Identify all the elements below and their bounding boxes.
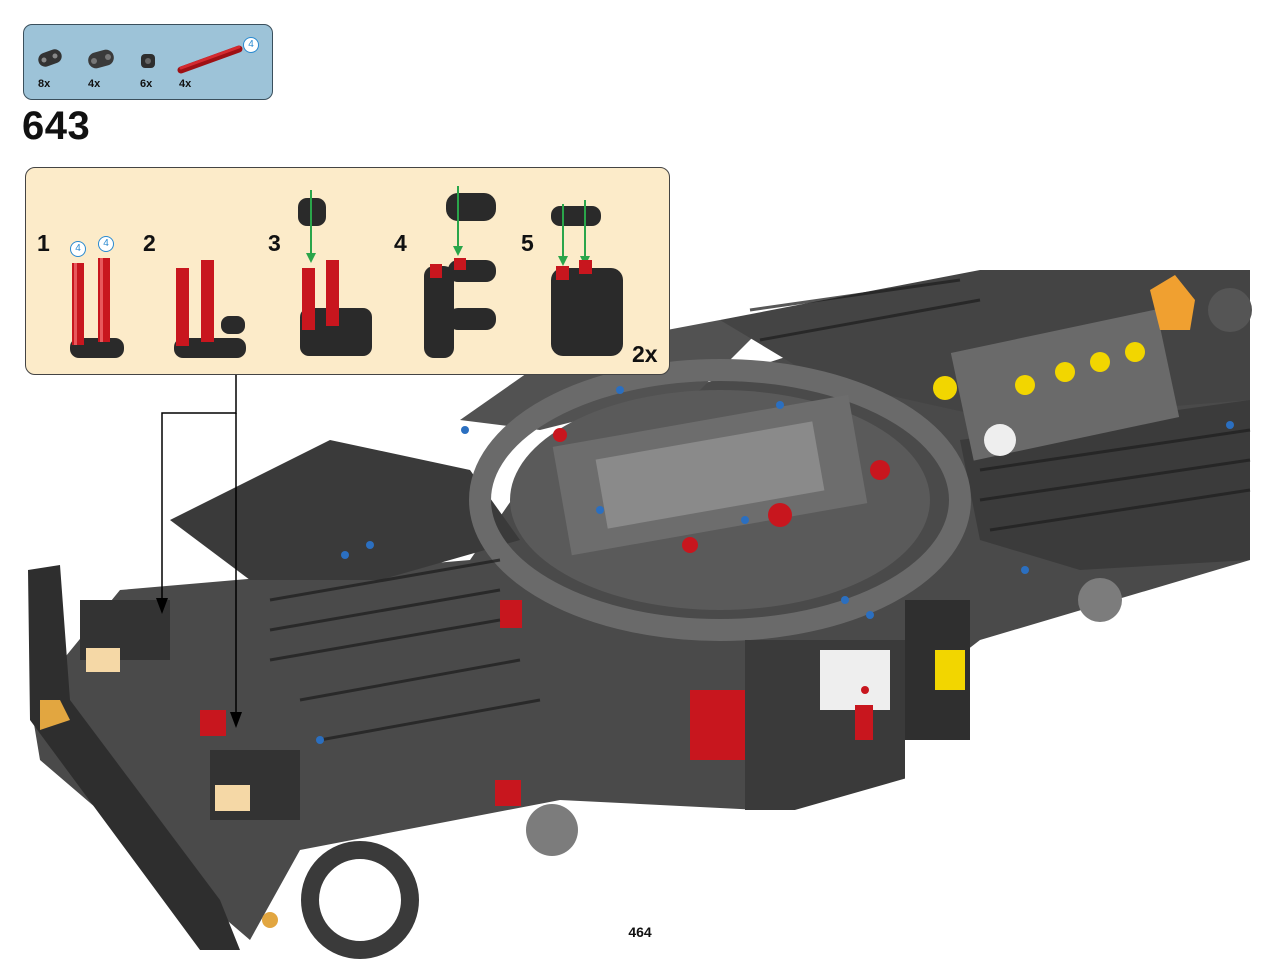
- part-qty: 4x: [179, 78, 192, 90]
- substep-3-build: [298, 190, 372, 356]
- substep-4-build: [424, 186, 496, 358]
- bush-icon: [141, 54, 155, 68]
- part-qty: 8x: [38, 78, 51, 90]
- subassembly-callout: 1 2 3 4 5 4 4 2x: [25, 167, 670, 375]
- substep-number: 5: [521, 230, 534, 256]
- substep-number: 2: [143, 230, 156, 256]
- substep-illustrations: [70, 186, 623, 358]
- step-number: 643: [22, 104, 91, 148]
- length-badge: 4: [243, 37, 259, 53]
- axle-length-badge: 4: [70, 241, 86, 257]
- substep-number: 4: [394, 230, 407, 256]
- multiplier-label: 2x: [632, 341, 658, 367]
- substep-5-build: [551, 200, 623, 356]
- substep-number: 3: [268, 230, 281, 256]
- substep-1-build: [70, 258, 124, 358]
- parts-illustration: [38, 45, 243, 74]
- parts-list: 8x 4x 6x 4x 4: [23, 24, 273, 100]
- cross-connector-icon: [88, 49, 114, 69]
- substep-number: 1: [37, 230, 50, 256]
- page-number: 464: [628, 924, 652, 940]
- double-connector-icon: [38, 49, 62, 67]
- substep-2-build: [174, 260, 246, 358]
- red-axle-icon: [177, 45, 243, 74]
- part-qty: 6x: [140, 78, 153, 90]
- axle-length-badge: 4: [98, 236, 114, 252]
- part-qty: 4x: [88, 78, 101, 90]
